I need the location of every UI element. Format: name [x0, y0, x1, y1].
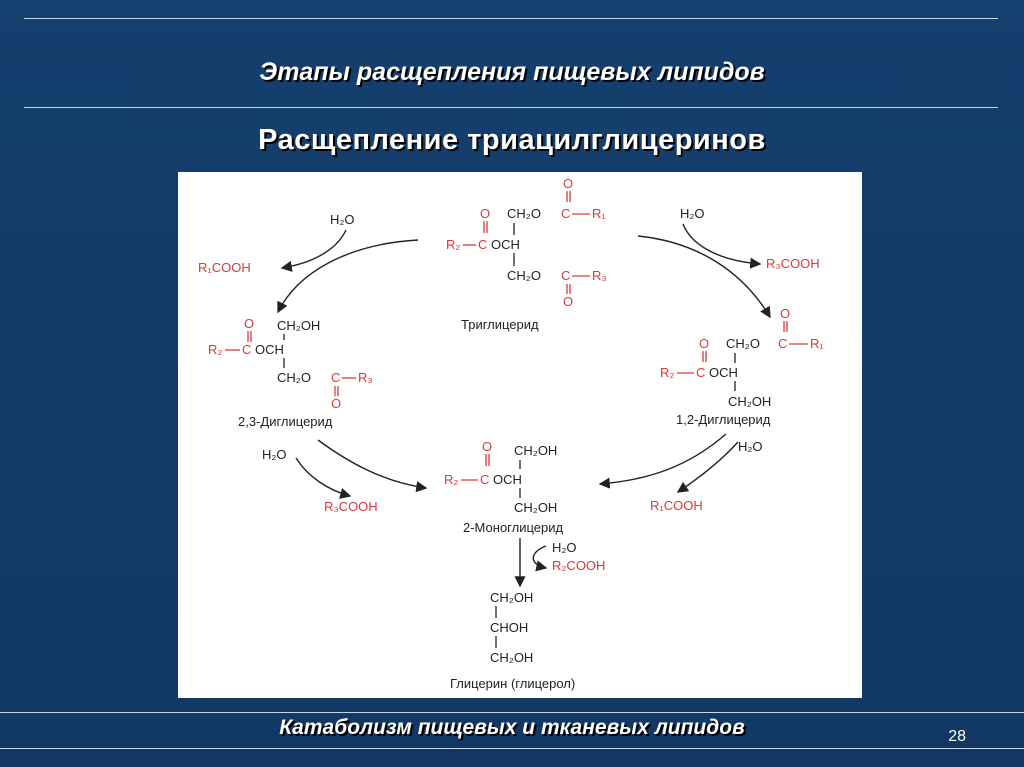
- arrow-dg23-to-mg: H₂O R₃COOH: [262, 439, 428, 514]
- tg-c-c: C: [561, 268, 570, 283]
- dg23-r2: R₂: [208, 342, 222, 357]
- arrow-mg-to-glycerol: H₂O R₂COOH: [514, 538, 605, 588]
- mg-c2: OCH: [493, 472, 522, 487]
- dg12-r2: R₂: [660, 365, 674, 380]
- diglyceride-1-2: O CH₂O C R₁ O R₂ C OCH CH₂OH 1,2-Диглице…: [660, 306, 824, 427]
- dg12-c-a: C: [778, 336, 787, 351]
- slide-subtitle: Расщепление триацилглицеринов: [258, 124, 766, 156]
- slide-title: Этапы расщепления пищевых липидов: [259, 58, 765, 86]
- glycerol: CH₂OH CHOH CH₂OH Глицерин (глицерол): [450, 590, 575, 691]
- tg-o3: O: [563, 294, 573, 309]
- water-5: H₂O: [552, 540, 577, 555]
- mg-c1: CH₂OH: [514, 443, 557, 458]
- gly-c3: CH₂OH: [490, 650, 533, 665]
- mg-r2: R₂: [444, 472, 458, 487]
- hydrolysis-diagram: O CH₂O C R₁ O R₂ C OCH CH₂O C R₃: [198, 176, 824, 691]
- dg12-c3: CH₂OH: [728, 394, 771, 409]
- dg23-r3: R₃: [358, 370, 373, 385]
- tg-r1: R₁: [592, 206, 606, 221]
- r3cooh-2: R₃COOH: [324, 499, 378, 514]
- mg-c3: CH₂OH: [514, 500, 557, 515]
- dg12-c-b: C: [696, 365, 705, 380]
- dg23-c1: CH₂OH: [277, 318, 320, 333]
- tg-c-b: C: [478, 237, 487, 252]
- water-3: H₂O: [262, 447, 287, 462]
- gly-c1: CH₂OH: [490, 590, 533, 605]
- dg12-r1: R₁: [810, 336, 824, 351]
- dg23-o2: O: [331, 396, 341, 411]
- dg12-c2: OCH: [709, 365, 738, 380]
- dg23-c-b: C: [331, 370, 340, 385]
- dg12-o2: O: [699, 336, 709, 351]
- r3cooh-1: R₃COOH: [766, 256, 820, 271]
- tg-o2: O: [480, 206, 490, 221]
- tg-r2: R₂: [446, 237, 460, 252]
- dg12-o1: O: [780, 306, 790, 321]
- diagram-panel: O CH₂O C R₁ O R₂ C OCH CH₂O C R₃: [178, 172, 862, 698]
- monoglyceride: O CH₂OH R₂ C OCH CH₂OH 2-Моноглицерид: [444, 439, 563, 535]
- dg23-c2: OCH: [255, 342, 284, 357]
- r1cooh-1: R₁COOH: [198, 260, 251, 275]
- glycerol-label: Глицерин (глицерол): [450, 676, 575, 691]
- diglyceride-2-3: O CH₂OH R₂ C OCH CH₂O C R₃ O 2,3-Диглице…: [208, 316, 373, 429]
- tg-c1: CH₂O: [507, 206, 541, 221]
- mg-o1: O: [482, 439, 492, 454]
- dg12-label: 1,2-Диглицерид: [676, 412, 771, 427]
- tg-c3: CH₂O: [507, 268, 541, 283]
- mg-label: 2-Моноглицерид: [463, 520, 563, 535]
- footer-title: Катаболизм пищевых и тканевых липидов: [279, 716, 745, 739]
- footer-rule-bottom: [0, 748, 1024, 749]
- gly-c2: CHOH: [490, 620, 528, 635]
- top-rule: [24, 18, 998, 19]
- tg-c-a: C: [561, 206, 570, 221]
- dg23-c3: CH₂O: [277, 370, 311, 385]
- dg12-c1: CH₂O: [726, 336, 760, 351]
- arrow-dg12-to-mg: H₂O R₁COOH: [598, 433, 763, 513]
- arrow-tg-to-dg23: H₂O R₁COOH: [198, 212, 419, 314]
- r1cooh-2: R₁COOH: [650, 498, 703, 513]
- water-2: H₂O: [680, 206, 705, 221]
- tg-o1: O: [563, 176, 573, 191]
- tg-label: Триглицерид: [461, 317, 539, 332]
- arrow-tg-to-dg12: H₂O R₃COOH: [637, 206, 820, 319]
- dg23-c-a: C: [242, 342, 251, 357]
- triglyceride: O CH₂O C R₁ O R₂ C OCH CH₂O C R₃: [446, 176, 607, 332]
- mg-c-a: C: [480, 472, 489, 487]
- water-1: H₂O: [330, 212, 355, 227]
- dg23-label: 2,3-Диглицерид: [238, 414, 333, 429]
- tg-c2: OCH: [491, 237, 520, 252]
- footer-rule-top: [0, 712, 1024, 713]
- water-4: H₂O: [738, 439, 763, 454]
- dg23-o1: O: [244, 316, 254, 331]
- title-rule: [24, 107, 998, 108]
- page-number: 28: [948, 728, 966, 745]
- tg-r3: R₃: [592, 268, 607, 283]
- r2cooh: R₂COOH: [552, 558, 605, 573]
